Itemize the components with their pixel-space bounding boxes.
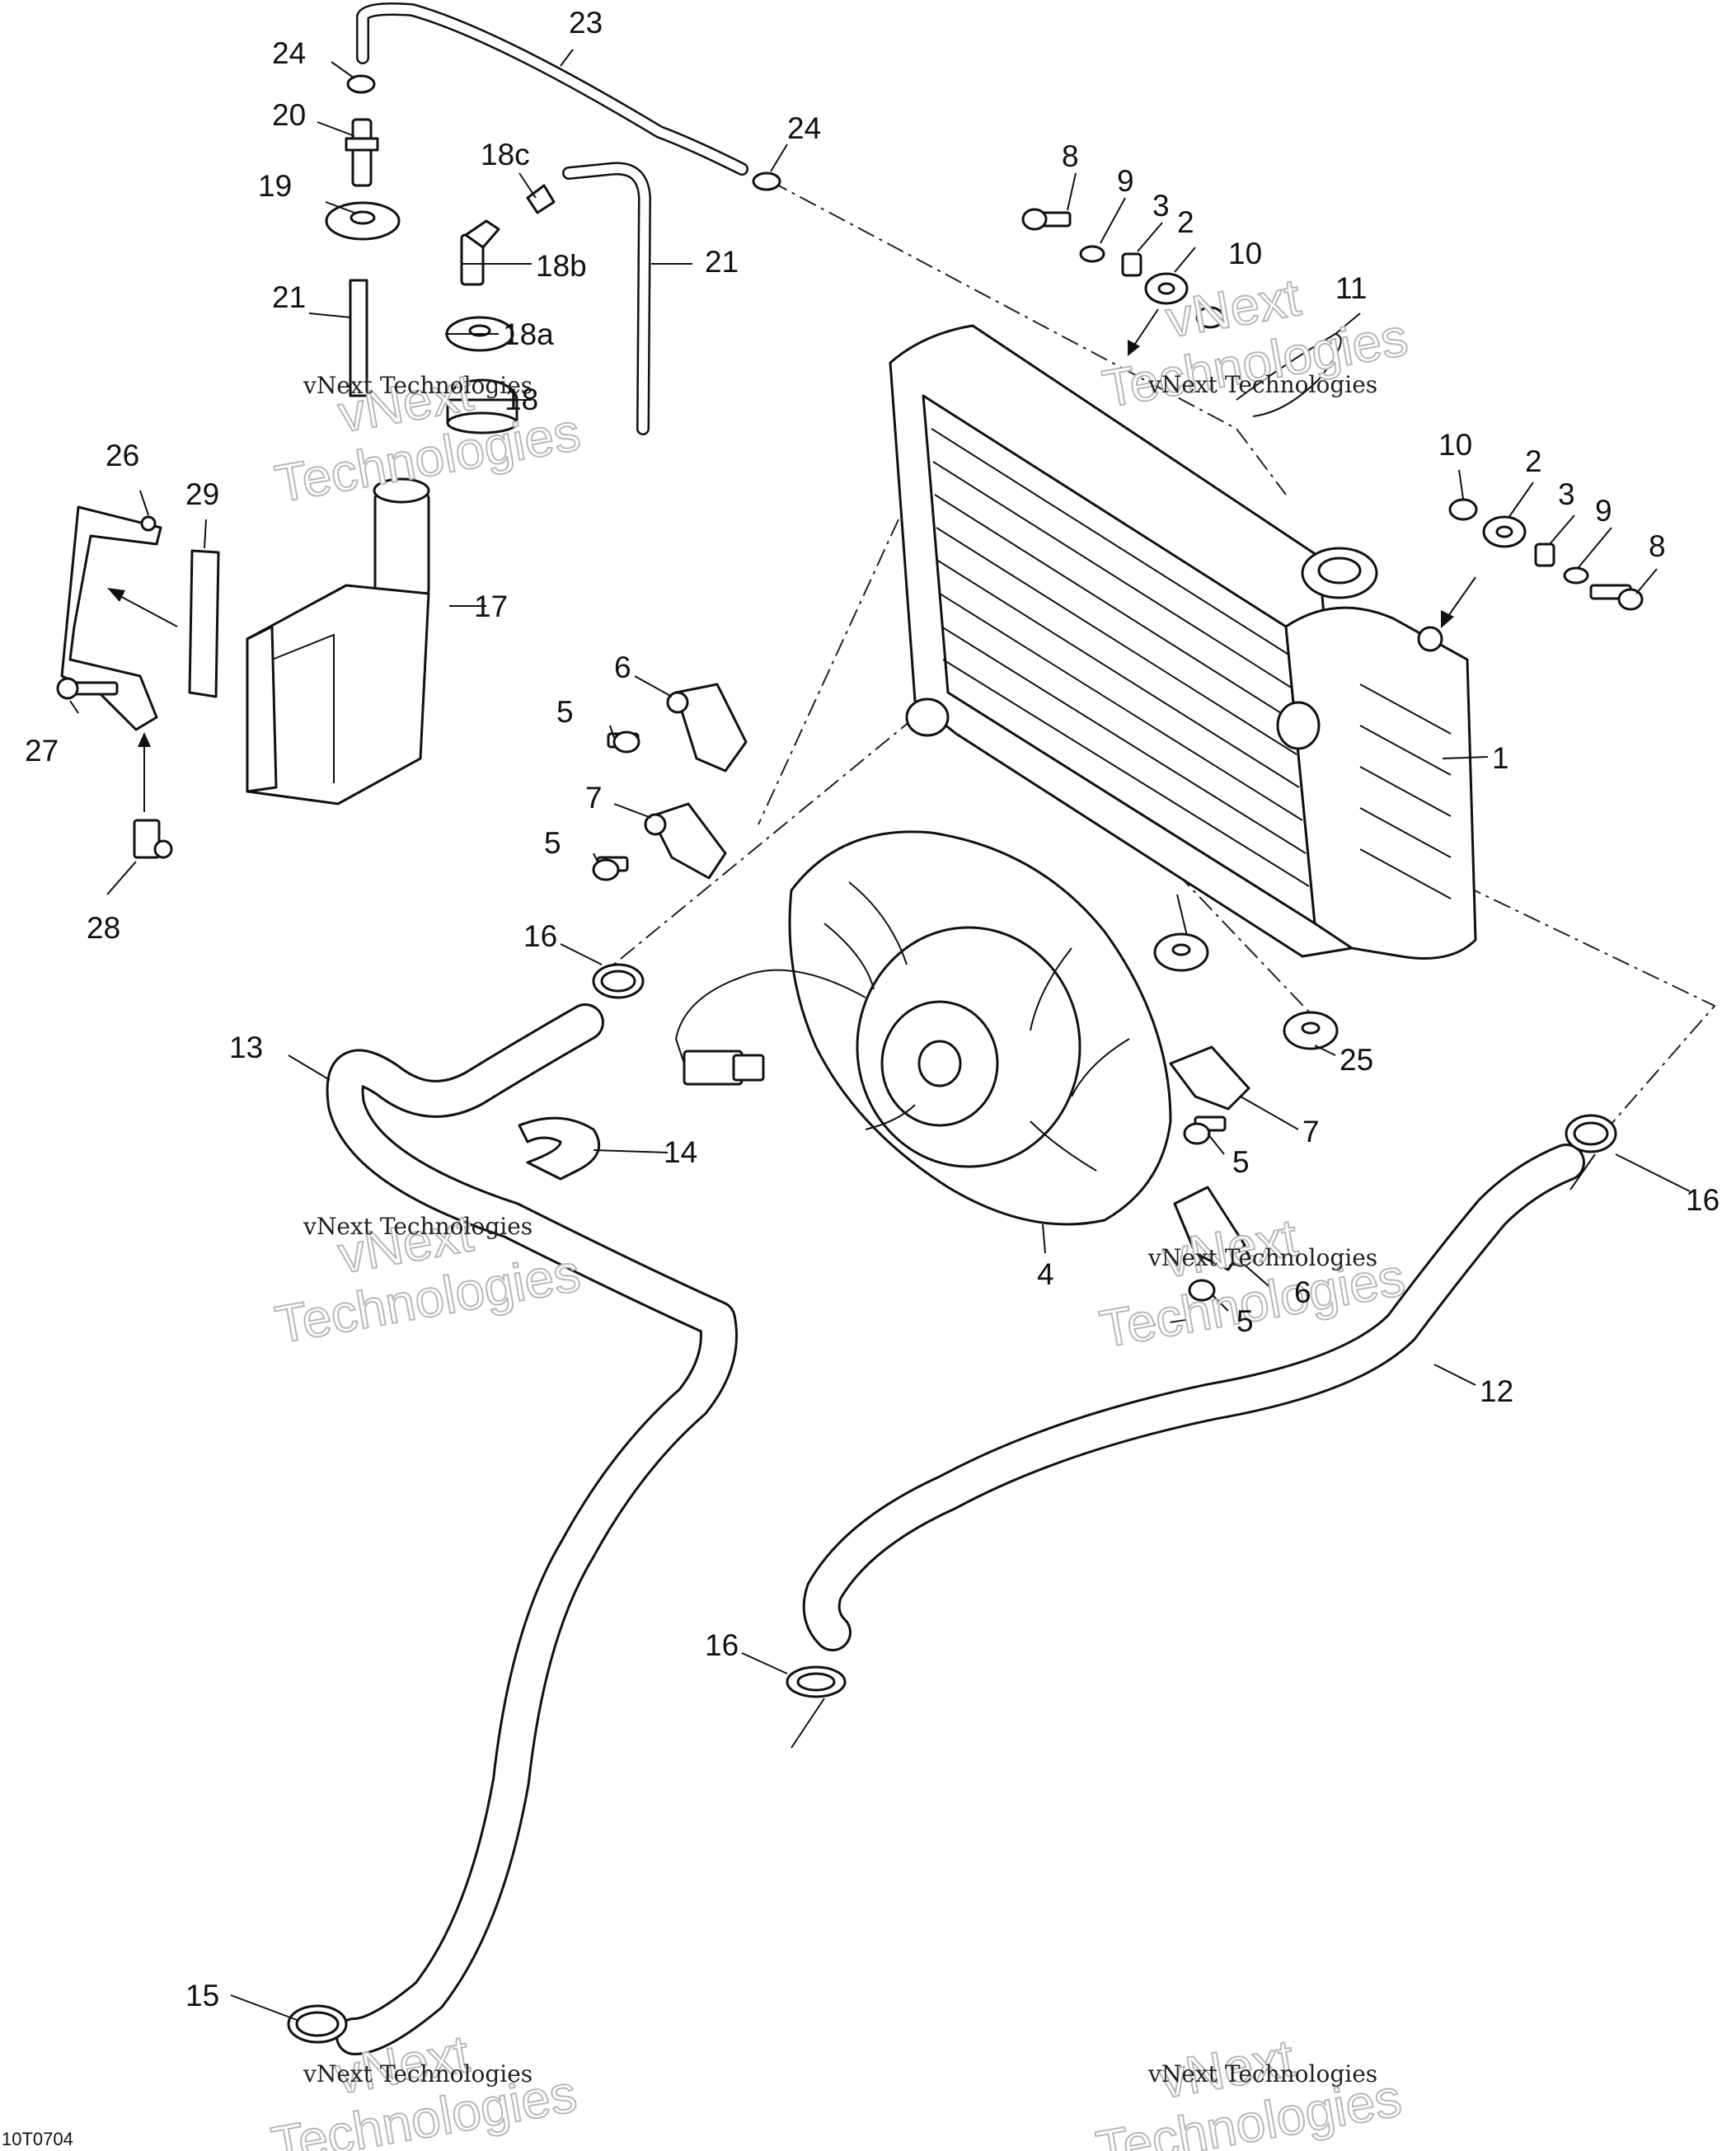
tube-21-right[interactable] xyxy=(562,162,651,435)
watermark-caption: vNext Technologies xyxy=(1147,2060,1377,2088)
callout-3: 3 xyxy=(1152,189,1170,223)
grommet-25-b[interactable] xyxy=(1283,1011,1339,1050)
callout-2: 2 xyxy=(1177,205,1194,239)
callout-28: 28 xyxy=(87,911,120,945)
hose-13[interactable] xyxy=(326,1003,738,2055)
bolt-5-a[interactable] xyxy=(607,730,640,754)
callout-21: 21 xyxy=(272,280,306,314)
clamp-24-right[interactable] xyxy=(752,171,781,191)
callout-20: 20 xyxy=(272,98,306,132)
callout-16: 16 xyxy=(705,1628,739,1662)
bracket-7-lower[interactable] xyxy=(1169,1045,1250,1111)
bolt-27[interactable] xyxy=(56,677,119,700)
overflow-tube-23[interactable] xyxy=(356,2,748,176)
cable-tie-11[interactable] xyxy=(1236,332,1342,417)
hardware-stack-right[interactable] xyxy=(1448,498,1644,611)
grommet-19[interactable] xyxy=(325,201,401,241)
callout-4: 4 xyxy=(1037,1257,1054,1291)
fan-connector-wire[interactable] xyxy=(674,969,866,1086)
callout-5: 5 xyxy=(544,826,561,860)
cooling-fan-4[interactable] xyxy=(788,830,1172,1226)
callout-29: 29 xyxy=(185,477,219,511)
callout-18a: 18a xyxy=(503,317,554,351)
radiator-1[interactable] xyxy=(889,324,1477,960)
hardware-stack-upper[interactable] xyxy=(1021,208,1225,329)
callout-10: 10 xyxy=(1438,428,1472,462)
callout-26: 26 xyxy=(106,439,139,472)
callout-14: 14 xyxy=(664,1135,697,1169)
clamp-14[interactable] xyxy=(518,1116,601,1181)
callout-2: 2 xyxy=(1525,444,1542,478)
fitting-20[interactable] xyxy=(345,118,379,187)
bolt-5-c[interactable] xyxy=(1183,1115,1227,1145)
callout-labels: 1 2 2 3 3 4 5 5 5 5 6 6 7 7 8 8 9 9 10 1… xyxy=(25,6,1720,2012)
callout-13: 13 xyxy=(229,1031,263,1064)
bracket-7-upper[interactable] xyxy=(644,802,727,880)
callout-1: 1 xyxy=(1492,741,1509,775)
watermark-caption: vNext Technologies xyxy=(303,2060,533,2088)
clip-nut-28[interactable] xyxy=(133,819,173,859)
callout-18c: 18c xyxy=(481,138,530,171)
callout-5: 5 xyxy=(556,695,574,729)
direction-arrows xyxy=(107,308,1476,812)
fitting-18b[interactable] xyxy=(460,219,500,286)
callout-27: 27 xyxy=(25,734,59,768)
callout-7: 7 xyxy=(585,781,603,815)
callout-3: 3 xyxy=(1558,477,1575,511)
grommet-25-a[interactable] xyxy=(1153,932,1209,972)
tube-21-left[interactable] xyxy=(349,279,368,397)
coolant-reservoir-17[interactable] xyxy=(246,477,430,805)
callout-17: 17 xyxy=(474,589,508,623)
callout-7: 7 xyxy=(1302,1115,1320,1148)
callout-19: 19 xyxy=(258,169,292,203)
callout-6: 6 xyxy=(614,650,631,684)
callout-10: 10 xyxy=(1228,237,1262,270)
callout-21: 21 xyxy=(705,245,739,279)
callout-11: 11 xyxy=(1335,271,1367,305)
watermark-caption: vNext Technologies xyxy=(303,372,533,399)
callout-8: 8 xyxy=(1062,139,1079,173)
bracket-6-lower[interactable] xyxy=(1173,1186,1250,1271)
callout-25: 25 xyxy=(1340,1043,1373,1077)
bracket-6-upper[interactable] xyxy=(666,683,748,773)
callout-15: 15 xyxy=(185,1979,219,2012)
callout-9: 9 xyxy=(1117,164,1134,198)
bolt-5-b[interactable] xyxy=(592,856,629,881)
callout-18b: 18b xyxy=(536,249,587,283)
callout-16: 16 xyxy=(523,919,557,953)
callout-16: 16 xyxy=(1686,1183,1720,1217)
callout-5: 5 xyxy=(1236,1304,1254,1338)
callout-23: 23 xyxy=(569,6,603,40)
callout-8: 8 xyxy=(1649,529,1666,563)
watermark-caption: vNext Technologies xyxy=(1147,371,1377,398)
callout-18: 18 xyxy=(504,383,538,416)
callout-24: 24 xyxy=(787,111,821,145)
diagram-code: 10T0704 xyxy=(2,2129,73,2149)
clamp-16-lower[interactable] xyxy=(786,1665,847,1698)
callout-24: 24 xyxy=(272,36,306,70)
clamp-16-upper[interactable] xyxy=(592,963,645,999)
callout-5: 5 xyxy=(1232,1145,1250,1179)
hose-12[interactable] xyxy=(802,1144,1585,1651)
watermark-caption: vNext Technologies xyxy=(1147,1244,1377,1271)
callout-12: 12 xyxy=(1480,1374,1513,1408)
strip-29[interactable] xyxy=(188,549,220,698)
leader-lines xyxy=(69,49,1691,2021)
clamp-16-right[interactable] xyxy=(1565,1114,1617,1153)
clamp-24-top[interactable] xyxy=(346,74,376,94)
clamp-15[interactable] xyxy=(287,2004,348,2044)
bolt-5-d[interactable] xyxy=(1188,1279,1216,1302)
clamp-18c[interactable] xyxy=(526,184,556,214)
bracket-26[interactable] xyxy=(60,505,162,731)
callout-9: 9 xyxy=(1595,494,1612,528)
watermark-caption: vNext Technologies xyxy=(303,1213,533,1240)
callout-6: 6 xyxy=(1294,1275,1311,1309)
